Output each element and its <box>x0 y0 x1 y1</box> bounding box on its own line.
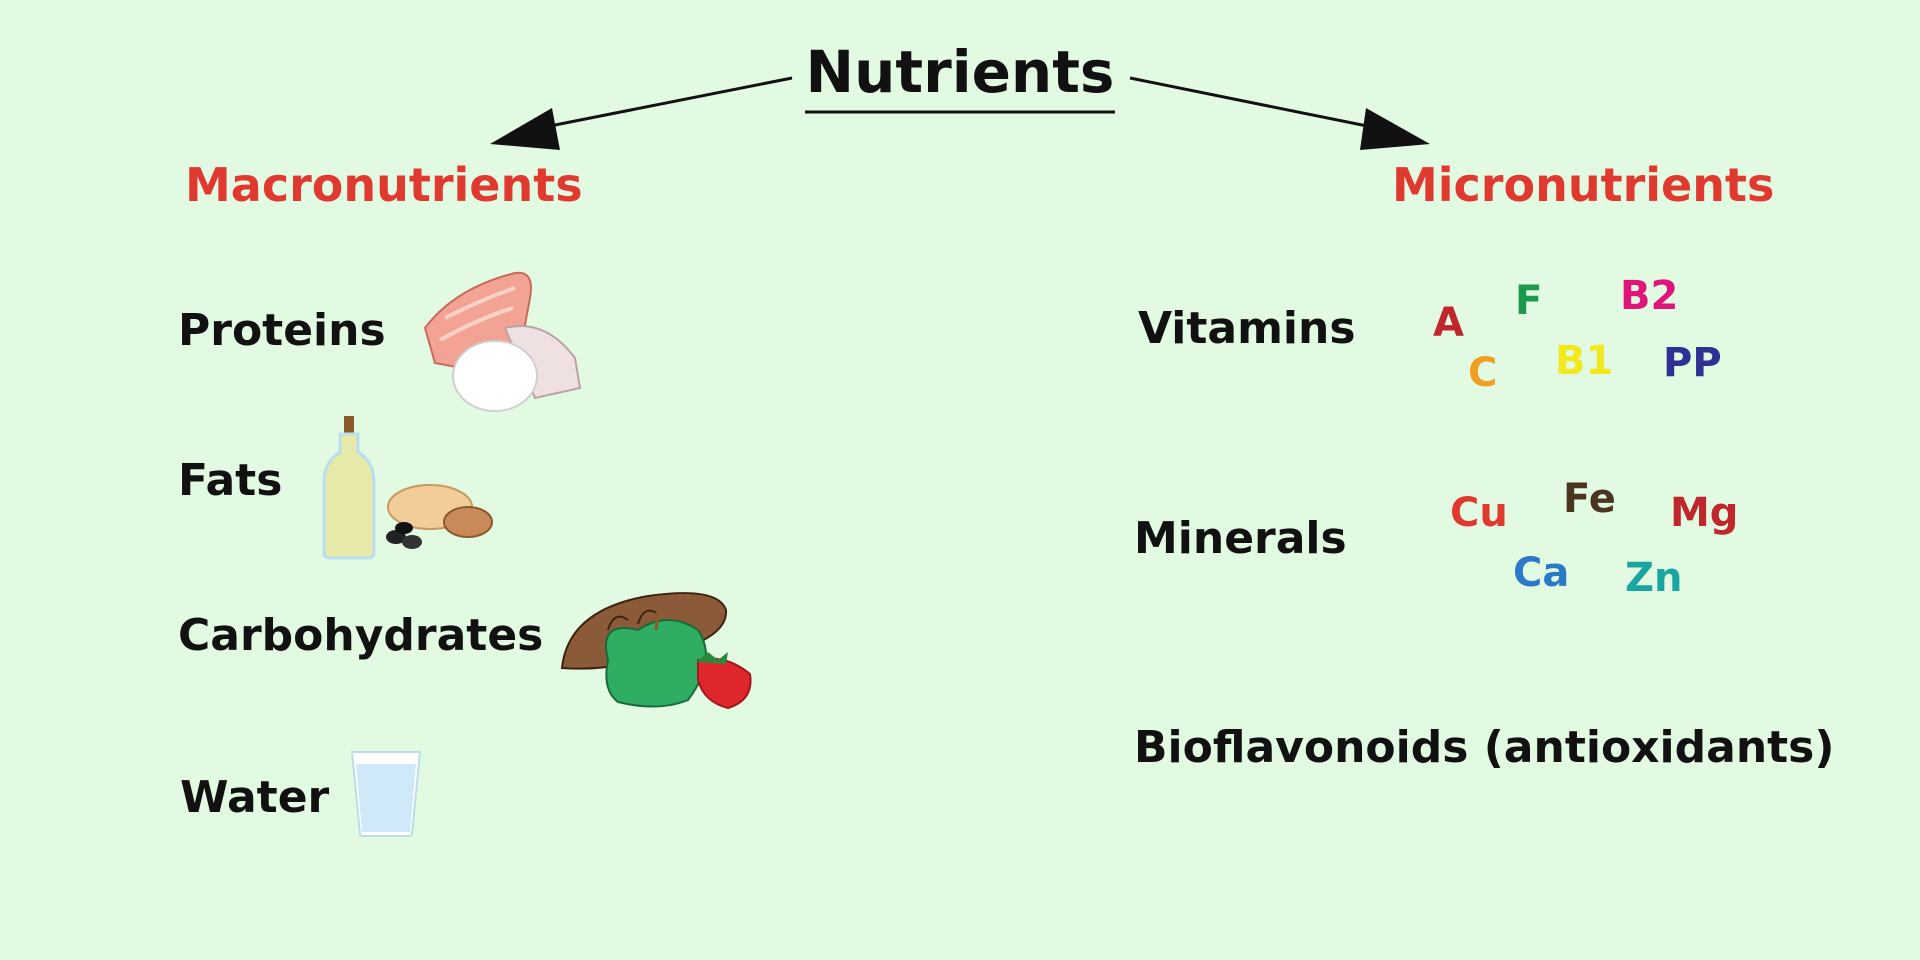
arrow-right <box>1129 76 1430 150</box>
vitamin-b2: B2 <box>1620 273 1679 319</box>
macronutrients-heading: Macronutrients <box>185 158 583 212</box>
proteins-label: Proteins <box>178 305 386 356</box>
arrow-left <box>490 76 793 150</box>
oil-nuts-icon <box>322 416 493 560</box>
bread-apple-strawberry-icon <box>560 592 752 710</box>
water-glass-icon <box>350 751 422 837</box>
vitamin-pp: PP <box>1663 340 1722 386</box>
diagram-title: Nutrients <box>805 38 1115 106</box>
minerals-label: Minerals <box>1134 513 1347 564</box>
vitamin-a: A <box>1433 300 1464 346</box>
micronutrients-heading: Micronutrients <box>1392 158 1775 212</box>
mineral-mg: Mg <box>1670 490 1739 536</box>
vitamins-label: Vitamins <box>1138 303 1356 354</box>
fish-egg-icon <box>423 271 582 412</box>
vitamin-c: C <box>1468 350 1498 396</box>
mineral-cu: Cu <box>1450 490 1508 536</box>
mineral-ca: Ca <box>1513 550 1570 596</box>
vitamin-b1: B1 <box>1555 338 1614 384</box>
mineral-zn: Zn <box>1625 555 1683 601</box>
mineral-fe: Fe <box>1563 476 1616 522</box>
carbohydrates-label: Carbohydrates <box>178 610 544 661</box>
vitamin-f: F <box>1515 278 1543 324</box>
fats-label: Fats <box>178 455 283 506</box>
bioflavonoids-label: Bioflavonoids (antioxidants) <box>1134 722 1835 773</box>
water-label: Water <box>180 772 330 823</box>
